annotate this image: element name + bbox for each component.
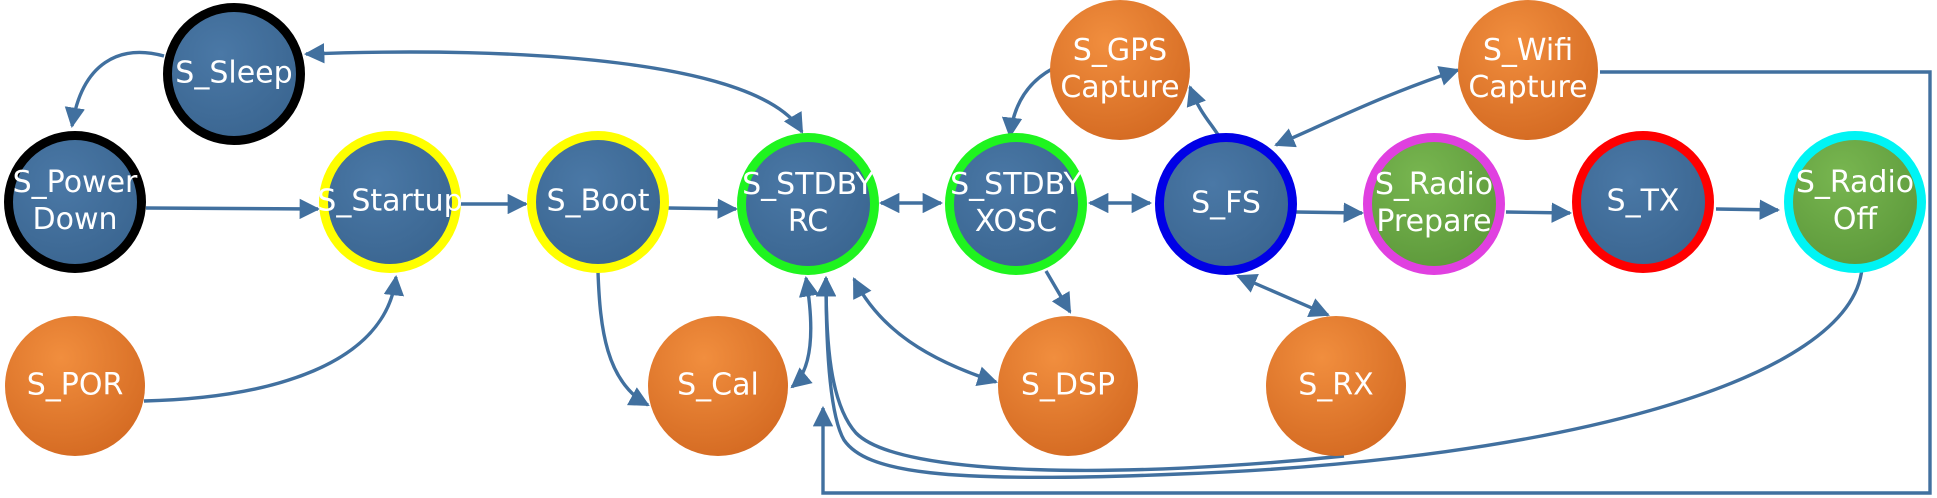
state-label: Prepare [1376,204,1491,239]
state-label: Capture [1468,70,1587,105]
state-label: S_STDBY [742,167,874,202]
edge-boot-to-cal [596,271,650,407]
edge-por-to-startup [143,274,405,403]
state-circle [1155,133,1297,275]
state-label: XOSC [975,204,1057,239]
edge-wifi-capture-to-stdby-rc [812,70,1932,495]
state-startup: S_Startup [317,131,463,273]
state-label: S_Sleep [175,56,292,91]
edge-gps-capture-to-stdby-xosc [1001,67,1053,139]
state-circle [945,133,1087,275]
state-circle [5,316,145,456]
state-label: S_STDBY [950,167,1082,202]
state-label: S_Boot [546,184,649,219]
edge-fs-rx [1236,273,1330,318]
state-circle [1572,131,1714,273]
edge-fs-to-radio-prepare [1295,202,1365,223]
state-cal: S_Cal [648,316,788,456]
state-label: S_Power [13,165,138,200]
state-fs: S_FS [1155,133,1297,275]
state-label: S_Wifi [1483,33,1573,68]
state-label: RC [788,204,828,239]
state-sleep: S_Sleep [163,3,305,145]
state-circle [1266,316,1406,456]
state-circle [1784,131,1926,273]
state-dsp: S_DSP [998,316,1138,456]
state-circle [737,133,879,275]
state-label: S_TX [1607,184,1680,219]
state-boot: S_Boot [527,131,669,273]
state-rx: S_RX [1266,316,1406,456]
state-label: S_POR [27,368,124,403]
state-label: Capture [1060,70,1179,105]
state-circle [1458,0,1598,140]
edge-radio-prepare-to-tx [1505,202,1573,223]
state-label: S_Radio [1375,167,1493,202]
edge-wifi-capture-fs [1274,66,1460,148]
edge-cal-stdby-rc [790,275,820,389]
edge-sleep-stdby-rc [303,43,804,134]
state-circle [319,131,461,273]
state-label: S_RX [1298,368,1373,403]
state-circle [4,131,146,273]
state-por: S_POR [5,316,145,456]
state-label: Down [32,202,117,237]
transition-arrows [64,43,1932,495]
state-circle [648,316,788,456]
state-circle [1050,0,1190,140]
edge-stdby-xosc-to-dsp [1044,270,1072,314]
edge-sleep-to-powerdown [64,50,165,129]
edge-fs-to-gps-capture [1186,85,1222,139]
state-label: S_Radio [1796,165,1914,200]
state-label: S_Cal [677,368,759,403]
state-label: S_Startup [317,184,462,219]
state-circle [1363,133,1505,275]
state-label: S_FS [1191,186,1261,221]
edge-powerdown-to-startup [145,198,321,220]
state-label: S_DSP [1021,368,1115,403]
state-label: S_GPS [1073,33,1167,68]
state-circle [527,131,669,273]
state-circle [163,3,305,145]
edge-boot-to-stdby-rc [667,198,739,219]
state-circle [998,316,1138,456]
state-label: Off [1833,202,1879,237]
state-tx: S_TX [1572,131,1714,273]
edge-radio-off-to-stdby-rc [815,267,1864,480]
edge-tx-to-radio-off [1715,199,1781,220]
edge-stdby-rc-dsp [852,277,998,387]
